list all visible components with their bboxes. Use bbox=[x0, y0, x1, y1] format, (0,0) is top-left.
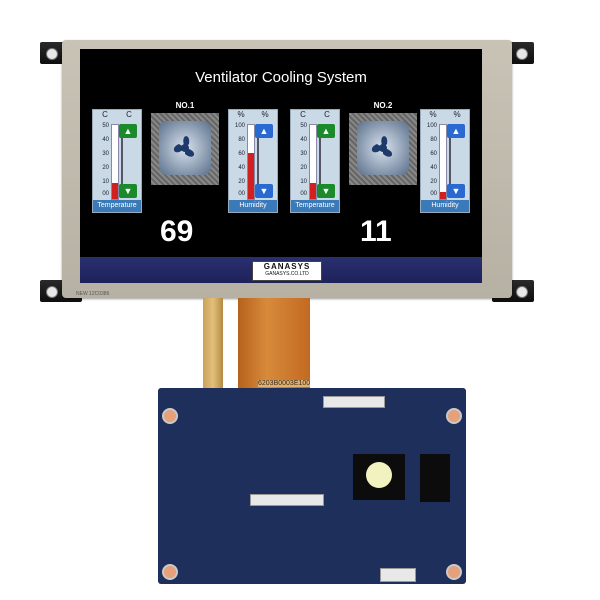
fan-icon bbox=[357, 121, 409, 175]
fan-panel-1: C C 50 40 30 20 10 00 ▲ ▼ Temperature NO.… bbox=[92, 101, 282, 213]
temperature-label: Temperature bbox=[93, 200, 141, 212]
mount-hole bbox=[162, 564, 178, 580]
bezel-tag: NEW 12C0386 bbox=[76, 291, 110, 297]
humidity-fill bbox=[248, 153, 254, 199]
humidity-slider[interactable] bbox=[257, 128, 259, 190]
driver-board bbox=[158, 388, 466, 584]
fan-tile-1[interactable]: NO.1 bbox=[147, 101, 223, 195]
temperature-fill bbox=[112, 182, 118, 199]
scale-tick: 40 bbox=[300, 137, 307, 143]
scale-tick: 40 bbox=[238, 165, 245, 171]
temperature-scale: 50 40 30 20 10 00 bbox=[293, 123, 307, 197]
scale-tick: 40 bbox=[430, 165, 437, 171]
humidity-down-button[interactable]: ▼ bbox=[447, 184, 465, 198]
scale-tick: 10 bbox=[102, 179, 109, 185]
temperature-unit: C bbox=[300, 110, 306, 119]
scale-tick: 20 bbox=[238, 179, 245, 185]
temperature-slider[interactable] bbox=[121, 128, 123, 190]
humidity-down-button[interactable]: ▼ bbox=[255, 184, 273, 198]
scale-tick: 40 bbox=[102, 137, 109, 143]
scale-tick: 100 bbox=[234, 123, 245, 129]
temperature-down-button[interactable]: ▼ bbox=[119, 184, 137, 198]
humidity-up-button[interactable]: ▲ bbox=[255, 124, 273, 138]
scale-tick: 20 bbox=[102, 165, 109, 171]
humidity-fill bbox=[440, 191, 446, 199]
mount-hole bbox=[446, 408, 462, 424]
scale-tick: 20 bbox=[300, 165, 307, 171]
brand-logo: GANASYS GANASYS.CO.LTD bbox=[252, 261, 322, 281]
humidity-unit: % bbox=[429, 110, 437, 119]
scale-tick: 60 bbox=[430, 151, 437, 157]
humidity-tube bbox=[439, 124, 447, 200]
chip-label-dot bbox=[366, 462, 392, 488]
humidity-slider[interactable] bbox=[449, 128, 451, 190]
humidity-gauge-1: %% 100 80 60 40 20 00 ▲ ▼ Humidity bbox=[228, 109, 278, 213]
scale-tick: 80 bbox=[238, 137, 245, 143]
footer-bar: GANASYS GANASYS.CO.LTD bbox=[80, 257, 482, 283]
scale-tick: 00 bbox=[430, 191, 437, 197]
scale-tick: 00 bbox=[238, 191, 245, 197]
fan-icon bbox=[159, 121, 211, 175]
humidity-gauge-2: %% 100 80 60 40 20 00 ▲ ▼ Humidity bbox=[420, 109, 470, 213]
memory-chip bbox=[420, 454, 450, 502]
mount-hole bbox=[162, 408, 178, 424]
scale-tick: 100 bbox=[426, 123, 437, 129]
humidity-scale: 100 80 60 40 20 00 bbox=[423, 123, 437, 197]
humidity-unit: % bbox=[237, 110, 245, 119]
temperature-fill bbox=[310, 182, 316, 199]
board-connector bbox=[323, 396, 385, 408]
scale-tick: 50 bbox=[102, 123, 109, 129]
mount-hole bbox=[446, 564, 462, 580]
fan-panel-2: C C 50 40 30 20 10 00 ▲ ▼ Temperature NO.… bbox=[290, 101, 480, 213]
temperature-tube bbox=[111, 124, 119, 200]
temperature-label: Temperature bbox=[291, 200, 339, 212]
humidity-up-button[interactable]: ▲ bbox=[447, 124, 465, 138]
screen-title: Ventilator Cooling System bbox=[195, 69, 367, 86]
scale-tick: 10 bbox=[300, 179, 307, 185]
fan-number-label: NO.1 bbox=[175, 101, 195, 110]
scale-tick: 80 bbox=[430, 137, 437, 143]
fan-tile-2[interactable]: NO.2 bbox=[345, 101, 421, 195]
temperature-up-button[interactable]: ▲ bbox=[317, 124, 335, 138]
humidity-label: Humidity bbox=[229, 200, 277, 212]
board-connector bbox=[380, 568, 416, 582]
flex-cable-label: 6203B0003E100 bbox=[258, 380, 311, 387]
hmi-screen: Ventilator Cooling System C C 50 40 30 20… bbox=[80, 49, 482, 283]
temperature-unit: C bbox=[126, 110, 132, 119]
fan-number-label: NO.2 bbox=[373, 101, 393, 110]
temperature-tube bbox=[309, 124, 317, 200]
temperature-down-button[interactable]: ▼ bbox=[317, 184, 335, 198]
fan-value-2: 11 bbox=[360, 215, 392, 248]
humidity-unit: % bbox=[261, 110, 269, 119]
temperature-unit: C bbox=[102, 110, 108, 119]
temperature-gauge-2: C C 50 40 30 20 10 00 ▲ ▼ Temperature bbox=[290, 109, 340, 213]
humidity-scale: 100 80 60 40 20 00 bbox=[231, 123, 245, 197]
brand-name: GANASYS bbox=[263, 262, 311, 271]
temperature-unit: C bbox=[324, 110, 330, 119]
brand-site: GANASYS.CO.LTD bbox=[265, 271, 309, 277]
temperature-up-button[interactable]: ▲ bbox=[119, 124, 137, 138]
scale-tick: 30 bbox=[102, 151, 109, 157]
scale-tick: 00 bbox=[300, 191, 307, 197]
temperature-scale: 50 40 30 20 10 00 bbox=[95, 123, 109, 197]
humidity-tube bbox=[247, 124, 255, 200]
humidity-label: Humidity bbox=[421, 200, 469, 212]
humidity-unit: % bbox=[453, 110, 461, 119]
temperature-slider[interactable] bbox=[319, 128, 321, 190]
scale-tick: 30 bbox=[300, 151, 307, 157]
fan-value-1: 69 bbox=[160, 215, 194, 248]
temperature-gauge-1: C C 50 40 30 20 10 00 ▲ ▼ Temperature bbox=[92, 109, 142, 213]
board-connector bbox=[250, 494, 324, 506]
scale-tick: 00 bbox=[102, 191, 109, 197]
scale-tick: 60 bbox=[238, 151, 245, 157]
scale-tick: 20 bbox=[430, 179, 437, 185]
scale-tick: 50 bbox=[300, 123, 307, 129]
